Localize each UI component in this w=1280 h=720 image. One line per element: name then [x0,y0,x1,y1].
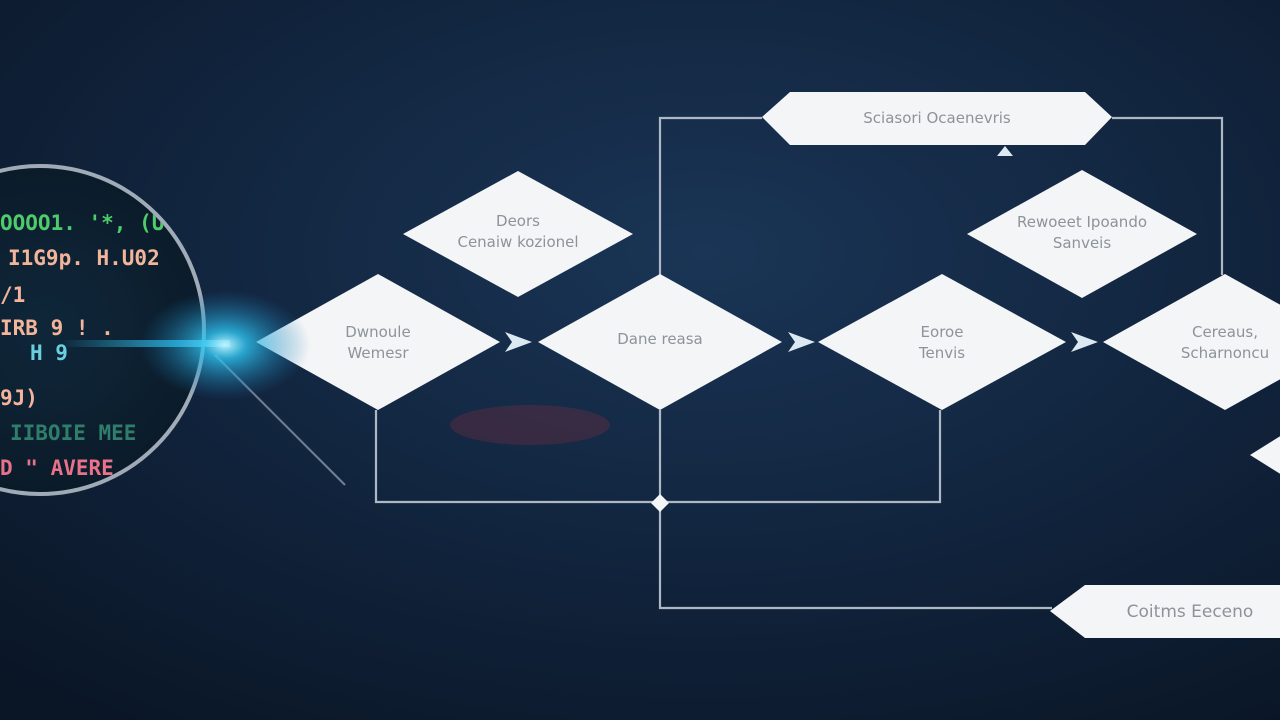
arrows [505,146,1098,352]
node-label: Eoroe [921,323,964,341]
node-bottom-banner[interactable]: Coitms Eeceno [1050,585,1280,638]
node-label: Deors [496,212,540,230]
node-label: Rewoeet Ipoando [1017,213,1147,231]
decision-top-right[interactable]: Rewoeet Ipoando Sanveis [967,170,1197,298]
arrow-right-icon [505,332,532,352]
lens-flare-glow [140,290,310,400]
node-top-banner[interactable]: Sciasori Ocaenevris [762,92,1112,145]
arrow-up-icon [997,146,1013,156]
decision-top-left[interactable]: Deors Cenaiw kozionel [403,171,633,297]
decision-far-right[interactable]: Cereaus, Scharnoncu [1103,274,1280,410]
arrow-right-icon [788,332,815,352]
node-label: Sciasori Ocaenevris [863,109,1011,127]
decision-partial-offscreen [1250,436,1280,474]
code-line: 9J) [0,386,38,410]
decision-start[interactable]: Dwnoule Wemesr [256,274,500,410]
node-label: Scharnoncu [1181,344,1269,362]
node-label: Coitms Eeceno [1127,602,1254,622]
connectors [214,116,1224,610]
red-glow [450,405,610,445]
node-label: Tenvis [918,344,965,362]
node-label: Cereaus, [1192,323,1258,341]
node-label: Cenaiw kozionel [457,233,578,251]
arrow-right-icon [1071,332,1098,352]
junction-node [651,494,669,512]
connector-top-banner-to-far-right [1112,116,1224,275]
code-line: /1 [0,283,25,307]
decision-mid-right[interactable]: Eoroe Tenvis [818,274,1066,410]
code-line: IRB 9 ! . [0,316,114,340]
connector-center-to-top-banner [658,116,762,275]
node-label: Dwnoule [345,323,410,341]
decision-center[interactable]: Dane reasa [538,274,782,410]
node-label: Sanveis [1053,234,1111,252]
code-line: IIBOIE MEE [10,421,136,445]
code-line: OOOO1. '*, (U [0,211,164,235]
node-label: Dane reasa [617,330,703,348]
code-line: I1G9p. H.U02 [8,246,160,270]
connector-center-to-bottom-banner [658,410,1052,610]
code-line: D " AVERE [0,456,114,480]
node-label: Wemesr [347,344,409,362]
